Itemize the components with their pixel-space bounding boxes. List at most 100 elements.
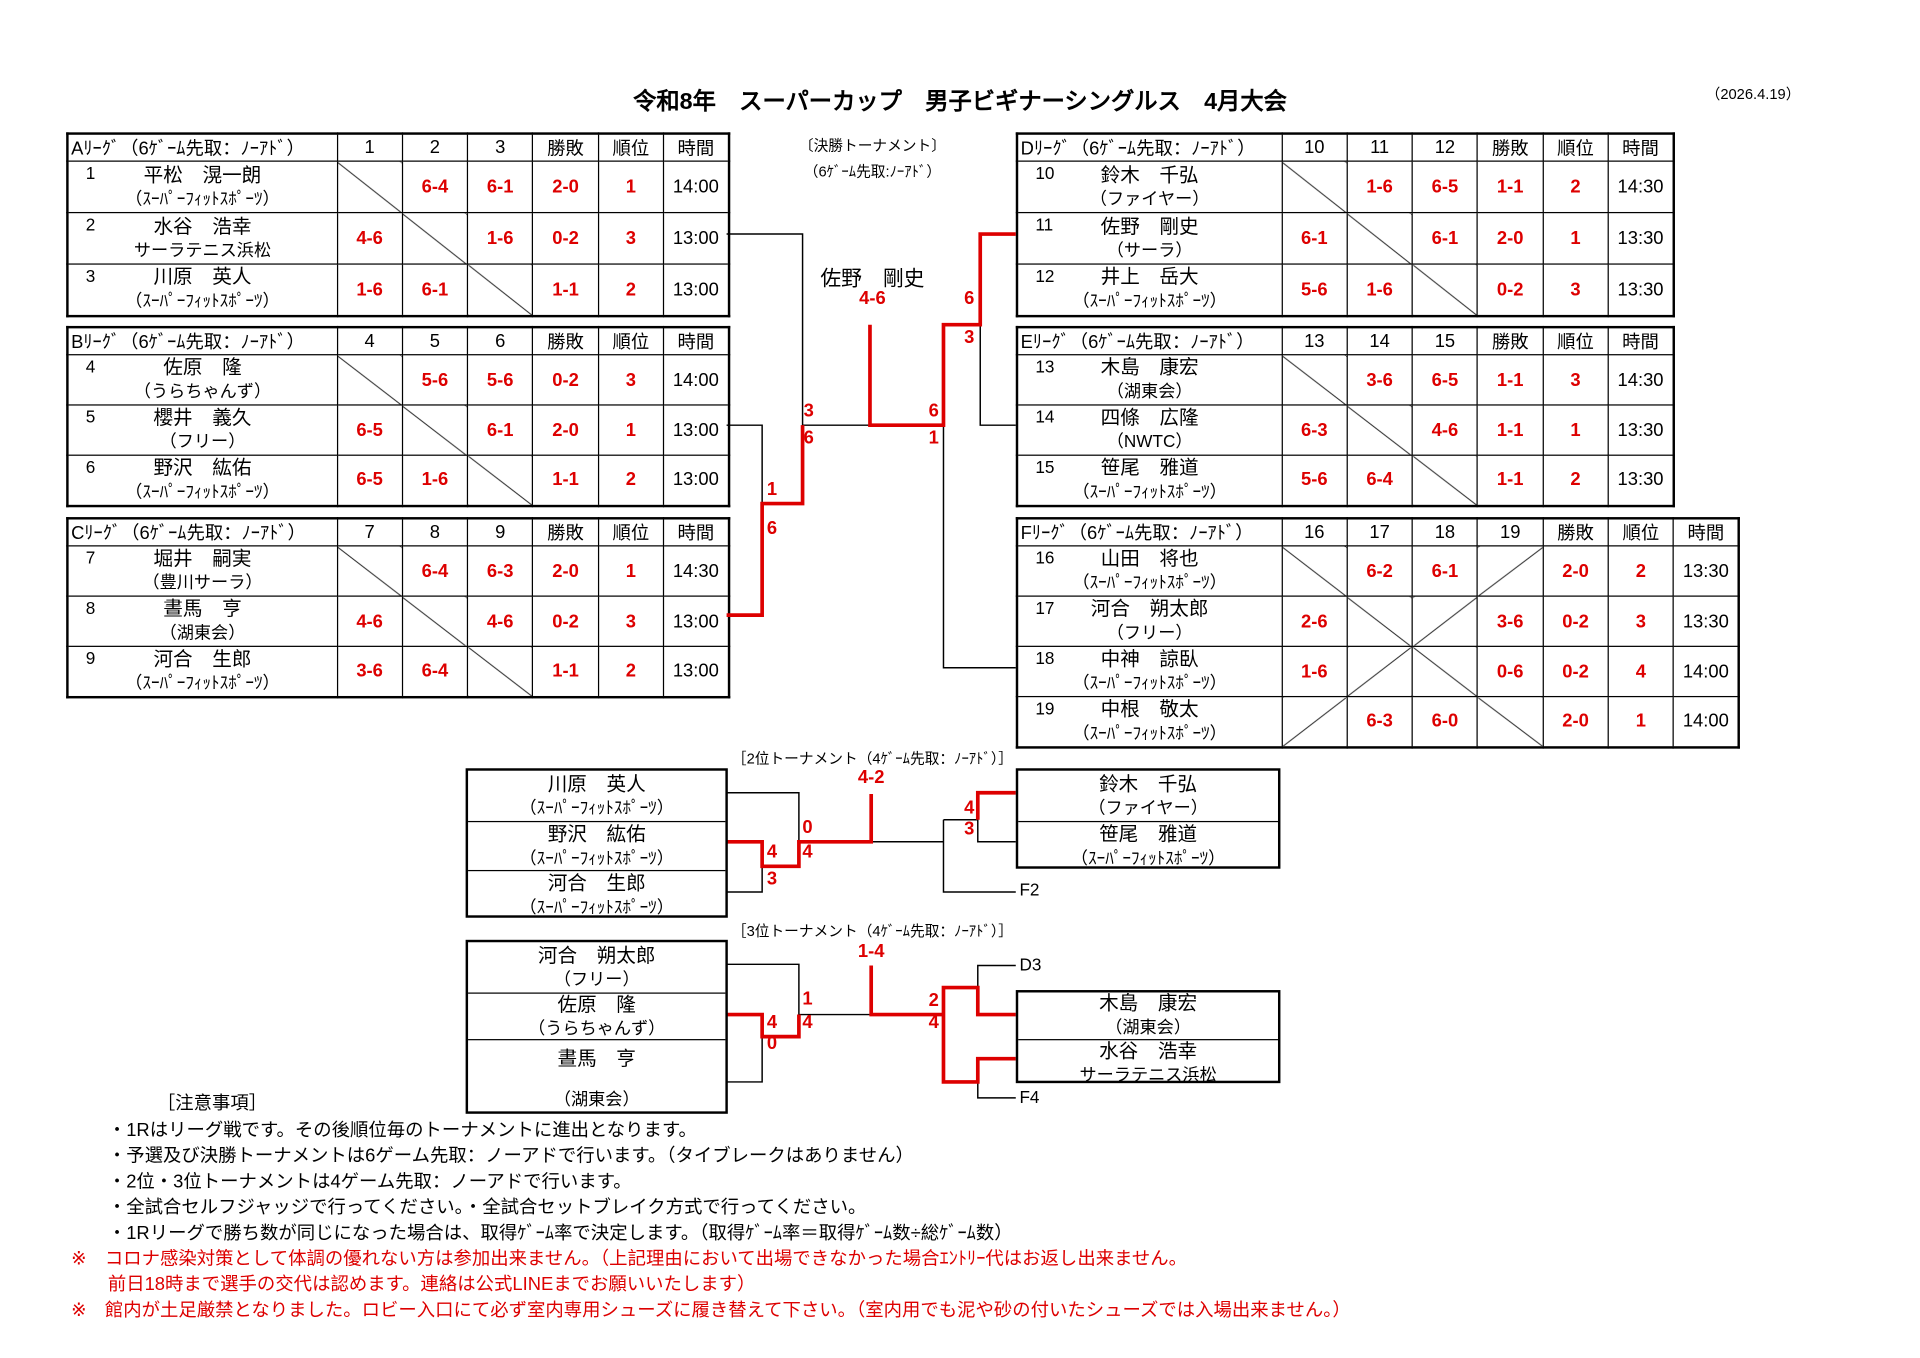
player-number: 4 [85, 356, 96, 377]
win-loss: 2-0 [1542, 695, 1609, 748]
bracket-player: 河合 朔太郎（フリー） [468, 942, 725, 994]
match-score: 6-1 [466, 160, 534, 214]
match-score: 6-5 [336, 404, 403, 456]
self-match-cell [1346, 211, 1413, 265]
match-score: 1-6 [1281, 645, 1348, 698]
warning-item: ※ 館内が土足厳禁となりました。ロビー入口にて必ず室内専用シューズに履き替えて下… [71, 1300, 1351, 1321]
bracket-player: 佐原 隆（うらちゃんず） [468, 992, 726, 1040]
bracket-player-club: （ファイヤー） [1088, 797, 1208, 817]
player-number: 2 [85, 214, 96, 235]
player-number: 1 [85, 162, 96, 183]
player-club: （ｽｰﾊﾟｰﾌｨｯﾄｽﾎﾟｰﾂ） [125, 481, 280, 501]
player-number: 11 [1035, 214, 1054, 235]
win-loss: 0-2 [532, 595, 599, 647]
start-time: 13:00 [662, 263, 730, 317]
self-match-cell [1346, 595, 1413, 647]
note-item: ・予選及び決勝トーナメントは6ゲーム先取：ノーアドで行います。（タイブレークはあ… [107, 1145, 914, 1167]
second-line [726, 792, 1016, 893]
column-header-rank: 順位 [1607, 517, 1675, 547]
rank: 3 [597, 211, 665, 265]
rank: 3 [1607, 595, 1675, 647]
note-item: ・1Rリーグで勝ち数が同じになった場合は、取得ｹﾞｰﾑ率で決定します。（取得ｹﾞ… [107, 1222, 1013, 1244]
player-name: 鈴木 千弘 [1100, 164, 1199, 186]
start-time: 13:30 [1607, 211, 1675, 265]
player-club: （ｽｰﾊﾟｰﾌｨｯﾄｽﾎﾟｰﾂ） [125, 188, 280, 208]
second-right-box: 鈴木 千弘（ファイヤー）笹尾 雅道（ｽｰﾊﾟｰﾌｨｯﾄｽﾎﾟｰﾂ） [1015, 768, 1281, 869]
player-number: 15 [1035, 457, 1055, 477]
win-loss: 1-1 [532, 454, 599, 507]
win-loss: 2-0 [532, 545, 599, 597]
player-name: 河合 生郎 [153, 649, 252, 670]
self-match-cell [1411, 645, 1479, 698]
win-loss: 1-1 [532, 263, 599, 317]
final-winner-line [726, 232, 1016, 617]
rank: 3 [1542, 354, 1609, 406]
match-score: 6-4 [401, 645, 469, 698]
start-time: 14:00 [662, 160, 730, 214]
column-header-rank: 順位 [597, 517, 665, 547]
start-time: 14:30 [1607, 160, 1675, 214]
player-number: 12 [1035, 265, 1055, 286]
self-match-cell [466, 454, 534, 507]
player-number: 14 [1035, 406, 1055, 427]
bracket-player-name: 水谷 浩幸 [1099, 1041, 1198, 1063]
player-name: 河合 朔太郎 [1090, 599, 1209, 621]
final-rule: （6ｹﾞｰﾑ先取:ﾉｰｱﾄﾞ） [803, 162, 942, 181]
player-club: （サーラ） [1106, 239, 1193, 260]
rank: 3 [597, 354, 665, 406]
bracket-player-club: サーラテニス浜松 [1079, 1064, 1217, 1085]
match-score: 6-3 [1346, 695, 1413, 748]
match-score: 1-6 [1346, 263, 1413, 317]
bracket-player-club: （ｽｰﾊﾟｰﾌｨｯﾄｽﾎﾟｰﾂ） [519, 847, 674, 868]
player-club: （ｽｰﾊﾟｰﾌｨｯﾄｽﾎﾟｰﾂ） [1072, 290, 1227, 311]
rank: 1 [1542, 404, 1609, 456]
column-header-time: 時間 [662, 326, 730, 356]
player-number: 18 [1035, 648, 1055, 668]
rank: 1 [1607, 695, 1675, 748]
bracket-player-name: 笹尾 雅道 [1099, 824, 1198, 845]
self-match-cell [1476, 545, 1544, 597]
rank: 2 [1607, 545, 1675, 597]
player-club: （湖東会） [1106, 381, 1193, 401]
bracket-player: 野沢 紘佑（ｽｰﾊﾟｰﾌｨｯﾄｽﾎﾟｰﾂ） [468, 820, 726, 872]
win-loss: 0-2 [532, 211, 599, 265]
warning-item: ※ コロナ感染対策として体調の優れない方は参加出来ません。（上記理由において出場… [71, 1248, 1188, 1270]
column-header-rank: 順位 [597, 132, 665, 162]
self-match-cell [401, 595, 469, 647]
player-club: サーラテニス浜松 [133, 239, 272, 260]
self-match-cell [1281, 354, 1348, 406]
player-number: 3 [85, 265, 96, 286]
rank: 2 [597, 454, 665, 507]
game-count: 4 [766, 1012, 778, 1033]
win-loss: 0-2 [532, 354, 599, 406]
third-left-box: 河合 朔太郎（フリー）佐原 隆（うらちゃんず）晝馬 亨（湖東会） [465, 939, 728, 1114]
column-header: 7 [336, 517, 403, 547]
game-count: 1 [766, 479, 778, 500]
bracket-player: 木島 康宏（湖東会） [1018, 992, 1278, 1039]
game-count: 6 [766, 518, 778, 540]
match-score: 6-4 [1346, 454, 1413, 507]
column-header: 9 [466, 517, 534, 547]
win-loss: 2-0 [532, 404, 599, 456]
rank: 2 [1542, 454, 1609, 507]
column-header-rank: 順位 [597, 326, 665, 356]
player-name: 笹尾 雅道 [1100, 457, 1199, 479]
game-count: 3 [964, 818, 975, 840]
game-count: 3 [964, 327, 975, 348]
player-name: 中神 諒臥 [1100, 649, 1199, 671]
notes-heading: ［注意事項］ [156, 1092, 268, 1114]
column-header-wl: 勝敗 [1476, 132, 1544, 162]
